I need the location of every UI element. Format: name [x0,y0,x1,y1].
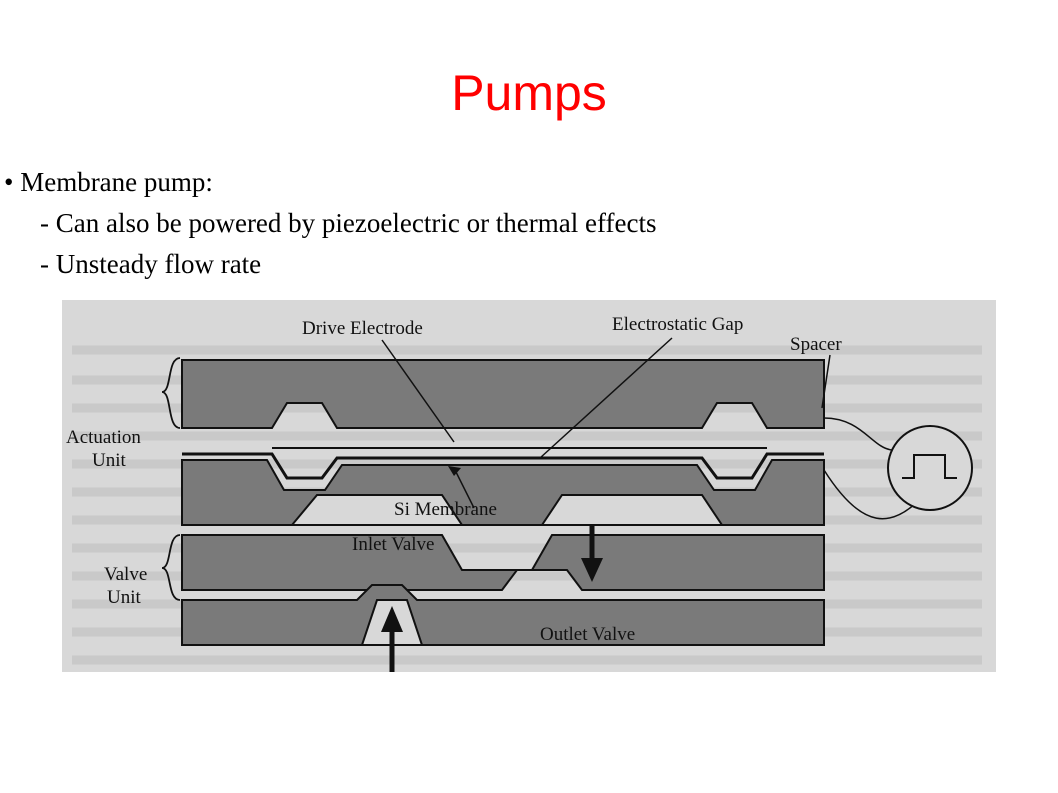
label-valve-unit-2: Unit [107,587,142,608]
diagram-svg: Drive Electrode Electrostatic Gap Spacer… [66,314,982,672]
bracket-valve [161,534,181,601]
inlet-flow-arrow [381,606,403,672]
inlet-chamber [289,494,464,526]
valve-layer-lower [181,584,825,646]
bullet-membrane-pump: • Membrane pump: [4,167,213,197]
spacer-layer [181,459,825,526]
label-outlet-valve: Outlet Valve [540,624,635,645]
label-actuation-unit-1: Actuation [66,427,141,448]
label-valve-unit-1: Valve [104,564,147,585]
outlet-flow-arrow [581,525,603,582]
bracket-actuation [161,357,181,429]
label-drive-electrode: Drive Electrode [302,318,423,339]
slide-title: Pumps [451,65,607,121]
label-inlet-valve: Inlet Valve [352,534,435,555]
membrane-pump-diagram: Drive Electrode Electrostatic Gap Spacer… [62,300,996,672]
si-membrane [182,452,824,480]
leader-lines [381,337,831,509]
outlet-chamber [540,494,724,526]
label-actuation-unit-2: Unit [92,450,127,471]
voltage-source-icon [823,417,973,520]
membrane-arrowhead [448,466,461,476]
label-spacer: Spacer [790,334,842,355]
sub-item-powered: - Can also be powered by piezoelectric o… [40,208,657,238]
label-si-membrane: Si Membrane [394,499,497,520]
valve-layer-upper [181,534,825,591]
drive-electrode-layer [181,359,825,429]
bullet-list: • Membrane pump: - Can also be powered b… [4,162,656,285]
label-electrostatic-gap: Electrostatic Gap [612,314,743,335]
sub-item-flow-rate: - Unsteady flow rate [40,249,262,279]
